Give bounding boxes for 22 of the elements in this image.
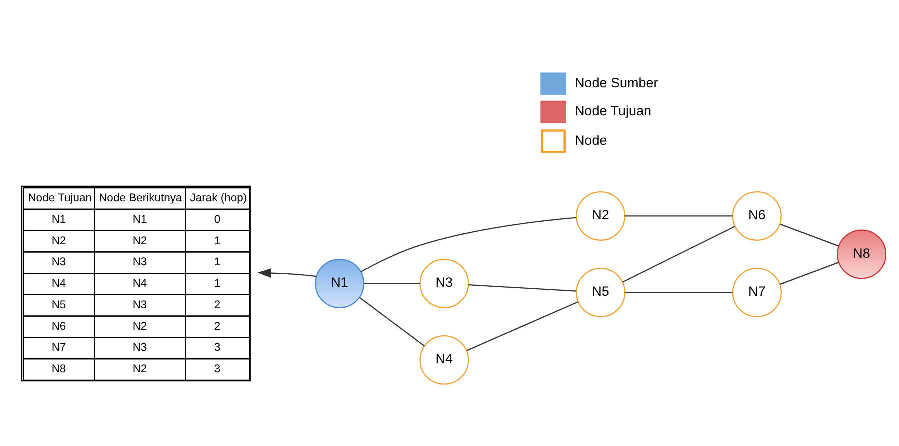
node-circle: N1: [315, 258, 365, 308]
connector: [468, 284, 576, 292]
node-circle: N8: [837, 229, 887, 279]
connector: [625, 292, 733, 293]
arrow: [258, 268, 317, 278]
connector: [360, 216, 577, 272]
connector: [359, 296, 425, 346]
connector: [625, 215, 733, 216]
node-circle: N7: [732, 267, 782, 317]
node-circle: N6: [732, 190, 782, 240]
legend-label: Node Tujuan: [574, 103, 652, 118]
connector: [780, 262, 840, 285]
legend-label: Node Sumber: [574, 74, 658, 90]
connector: [364, 282, 420, 284]
node-circle: N4: [420, 334, 470, 384]
connector: [780, 223, 840, 246]
legend-label: Node: [574, 132, 608, 148]
node-circle: N5: [576, 267, 626, 317]
connector: [466, 300, 579, 351]
connector: [622, 226, 736, 282]
node-circle: N3: [420, 258, 470, 308]
node-circle: N2: [576, 190, 626, 240]
